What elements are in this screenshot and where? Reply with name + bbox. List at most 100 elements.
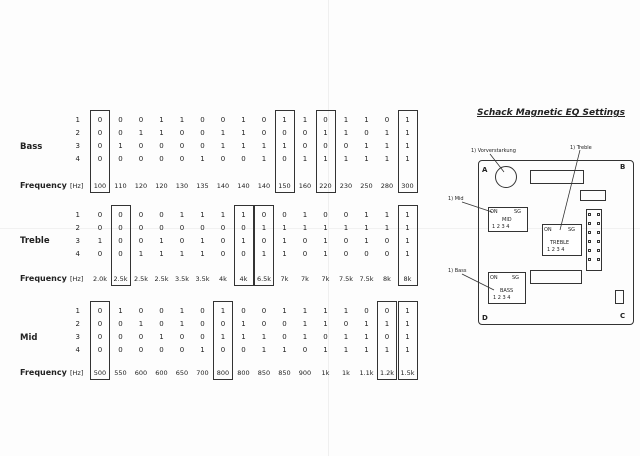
mid-setting-cell: 0 bbox=[220, 346, 226, 354]
treble-frequency-value: 7k bbox=[301, 275, 309, 283]
mid-setting-cell: 0 bbox=[364, 307, 369, 315]
treble-setting-cell: 1 bbox=[200, 211, 205, 219]
bass-frequency-value: 220 bbox=[319, 182, 332, 190]
treble-setting-cell: 0 bbox=[138, 211, 144, 219]
mid-frequency-value: 1.1k bbox=[359, 369, 374, 377]
ic-pin bbox=[588, 240, 591, 243]
callout-mid: 1) Mid bbox=[448, 196, 464, 202]
board-component bbox=[615, 290, 624, 304]
mid-section-label: Mid bbox=[20, 333, 38, 343]
treble-setting-cell: 0 bbox=[384, 237, 390, 245]
bass-setting-cell: 0 bbox=[159, 155, 164, 163]
treble-setting-cell: 0 bbox=[302, 250, 308, 258]
treble-setting-cell: 0 bbox=[343, 211, 349, 219]
bass-setting-cell: 1 bbox=[343, 129, 349, 137]
mid-setting-cell: 0 bbox=[261, 320, 267, 328]
circuit-board bbox=[478, 160, 634, 325]
bass-setting-cell: 0 bbox=[364, 129, 369, 137]
bass-setting-cell: 0 bbox=[138, 116, 144, 124]
mid-setting-cell: 1 bbox=[261, 333, 267, 341]
ic-pin bbox=[597, 213, 600, 216]
mid-setting-cell: 0 bbox=[302, 346, 308, 354]
bass-setting-cell: 1 bbox=[384, 155, 390, 163]
treble-setting-cell: 1 bbox=[179, 250, 185, 258]
bass-setting-cell: 1 bbox=[159, 116, 164, 124]
treble-switch-number: 1 bbox=[75, 211, 80, 219]
mid-frequency-value: 900 bbox=[298, 369, 312, 377]
bass-setting-cell: 1 bbox=[364, 116, 369, 124]
treble-frequency-value: 7k bbox=[280, 275, 289, 283]
bass-frequency-value: 160 bbox=[298, 182, 312, 190]
ic-pin bbox=[588, 222, 591, 225]
mid-frequency-value: 500 bbox=[93, 369, 107, 377]
treble-setting-cell: 0 bbox=[179, 224, 185, 232]
treble-setting-cell: 1 bbox=[343, 224, 349, 232]
bass-switch-number: 1 bbox=[75, 116, 80, 124]
bass-frequency-value: 140 bbox=[237, 182, 250, 190]
mid-frequency-value: 650 bbox=[175, 369, 189, 377]
ic-pin bbox=[597, 240, 600, 243]
treble-setting-cell: 1 bbox=[364, 211, 369, 219]
bass-setting-cell: 1 bbox=[118, 142, 123, 150]
corner-d-label: D bbox=[482, 314, 488, 322]
ic-pin bbox=[597, 249, 600, 252]
treble-frequency-value: 2.0k bbox=[92, 275, 108, 283]
mid-setting-cell: 1 bbox=[364, 320, 369, 328]
page-title: Schack Magnetic EQ Settings bbox=[477, 108, 626, 118]
bass-frequency-value: 135 bbox=[196, 182, 209, 190]
treble-setting-cell: 1 bbox=[200, 237, 205, 245]
bass-setting-cell: 0 bbox=[282, 129, 287, 137]
bass-setting-cell: 1 bbox=[302, 116, 308, 124]
treble-switch-number: 2 bbox=[75, 224, 80, 232]
treble-setting-cell: 0 bbox=[179, 237, 185, 245]
treble-setting-cell: 1 bbox=[159, 250, 164, 258]
treble-setting-cell: 0 bbox=[118, 237, 123, 245]
mid-setting-cell: 1 bbox=[241, 333, 246, 341]
treble-frequency-value: 7.5k bbox=[338, 275, 354, 283]
mid-frequency-value: 600 bbox=[155, 369, 168, 377]
bass-setting-cell: 0 bbox=[97, 142, 103, 150]
mid-frequency-value: 600 bbox=[134, 369, 148, 377]
mid-switch-number: 2 bbox=[75, 320, 80, 328]
treble-setting-cell: 1 bbox=[302, 211, 308, 219]
treble-setting-cell: 1 bbox=[405, 211, 410, 219]
ic-chip bbox=[586, 209, 602, 271]
bass-frequency-value: 150 bbox=[278, 182, 291, 190]
fold-line-horizontal bbox=[0, 228, 640, 229]
treble-dip-switch bbox=[542, 224, 582, 256]
bass-setting-cell: 1 bbox=[159, 129, 164, 137]
callout-treble: 1) Treble bbox=[570, 145, 592, 151]
bass-setting-cell: 0 bbox=[302, 142, 308, 150]
ic-pin bbox=[588, 249, 591, 252]
mid-setting-cell: 1 bbox=[302, 333, 308, 341]
mid-setting-cell: 0 bbox=[323, 333, 328, 341]
bass-frequency-value: 250 bbox=[360, 182, 373, 190]
bass-setting-cell: 1 bbox=[179, 116, 185, 124]
mid-setting-cell: 0 bbox=[384, 307, 390, 315]
treble-setting-cell: 0 bbox=[364, 250, 369, 258]
bass-setting-cell: 0 bbox=[97, 155, 103, 163]
treble-frequency-value: 3.5k bbox=[174, 275, 190, 283]
mid-setting-cell: 0 bbox=[97, 346, 103, 354]
treble-setting-cell: 1 bbox=[179, 211, 185, 219]
bass-setting-cell: 0 bbox=[138, 142, 144, 150]
corner-c-label: C bbox=[620, 312, 626, 320]
bass-setting-cell: 1 bbox=[241, 116, 246, 124]
bass-switch-number: 2 bbox=[75, 129, 80, 137]
corner-a-label: A bbox=[482, 166, 488, 174]
callout-bass: 1) Bass bbox=[448, 268, 467, 274]
treble-setting-cell: 0 bbox=[97, 250, 103, 258]
mid-setting-cell: 0 bbox=[118, 346, 123, 354]
mid-setting-cell: 1 bbox=[343, 307, 349, 315]
bass-dip-switch bbox=[488, 272, 526, 304]
treble-setting-cell: 1 bbox=[138, 250, 144, 258]
treble-switch-sg-label: SG bbox=[568, 227, 576, 233]
mid-switch-number: 1 bbox=[75, 307, 80, 315]
mid-frequency-value: 1.2k bbox=[379, 369, 395, 377]
bass-setting-cell: 0 bbox=[179, 155, 185, 163]
bass-setting-cell: 1 bbox=[384, 142, 390, 150]
treble-setting-cell: 0 bbox=[323, 211, 328, 219]
mid-frequency-value: 850 bbox=[257, 369, 271, 377]
treble-setting-cell: 1 bbox=[323, 237, 328, 245]
